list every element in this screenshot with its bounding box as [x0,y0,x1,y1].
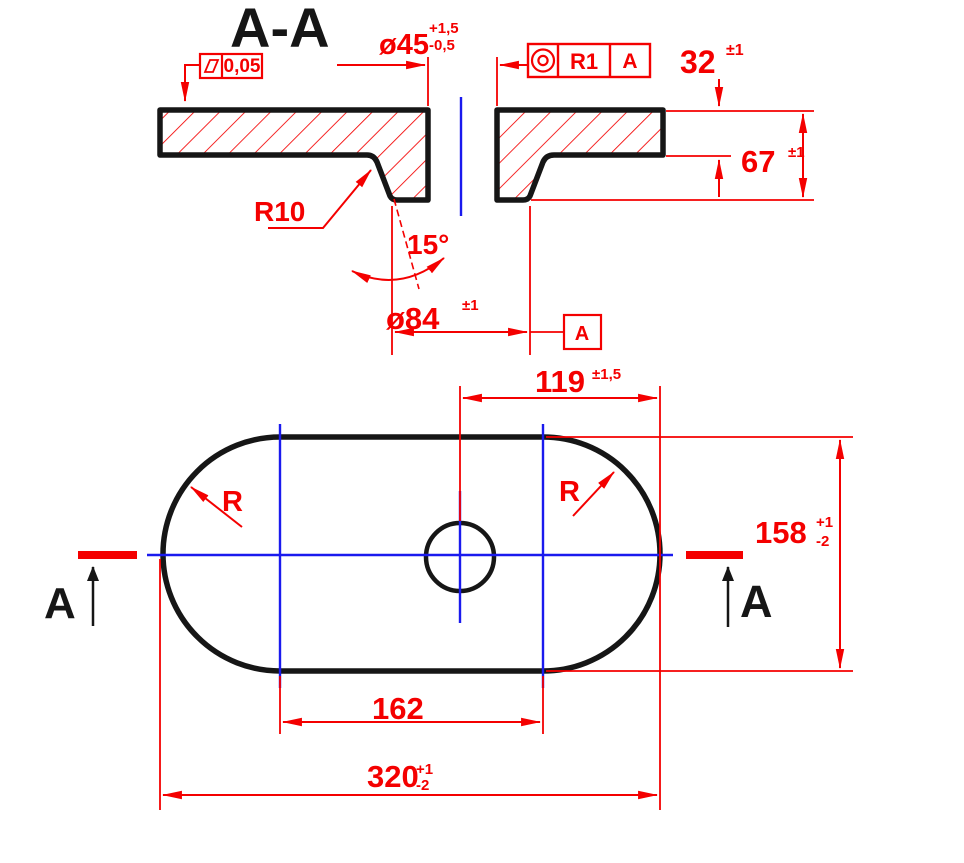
hole-diameter-value: ø45 [379,29,429,61]
radius-callout-right: R [559,471,615,517]
section-left-half [157,107,431,203]
half-length-value: 119 [535,364,585,399]
hole-tolerance-lower: -0,5 [429,37,455,54]
radius-leader [190,486,243,528]
flatness-value: 0,05 [224,56,261,77]
concentricity-icon [530,48,556,73]
thickness-tolerance: ±1 [726,42,744,59]
taper-angle-dimension: 15° [351,198,449,290]
fcf-box [526,42,652,79]
concentricity-frame: R1 A [526,42,652,79]
cut-label-left: A [44,579,76,628]
plate-height-tol-lower: -2 [816,533,829,550]
angle-value: 15° [407,229,449,260]
cut-label-right: A [740,576,773,627]
flatness-icon [203,59,220,73]
boss-tolerance: ±1 [462,297,479,314]
concentricity-tolerance: R1 [570,49,598,74]
overall-length-dimension: 320 +1 -2 [159,559,659,810]
concentricity-datum-ref: A [622,50,637,73]
section-view: A-A 0,05 ø45 +1,5 -0,5 [157,0,814,355]
height-dimension: 67 ±1 [531,112,814,201]
fillet-callout: R10 [254,169,372,229]
cutting-plane-left: A [44,551,137,628]
half-length-dimension: 119 ±1,5 [459,364,661,810]
datum-label: A [575,323,589,345]
plate-height-tol-upper: +1 [816,514,833,531]
cutting-plane-right: A [686,551,773,627]
flatness-frame [198,52,264,80]
fillet-leader [268,169,372,229]
hole-diameter-dimension: ø45 +1,5 -0,5 [337,20,528,106]
radius-leader [572,471,615,517]
boss-diameter-dimension: ø84 ±1 [386,206,531,355]
height-tolerance: ±1 [788,144,805,161]
thickness-dimension: 32 ±1 [666,42,814,197]
radius-label-right: R [559,476,580,508]
plan-view: 119 ±1,5 R R 158 +1 -2 162 [44,364,853,810]
radius-callout-left: R [190,486,243,528]
plate-height-dimension: 158 +1 -2 [546,436,853,672]
section-right-half [494,107,666,203]
flat-length-dimension: 162 [279,676,544,734]
flat-length-value: 162 [372,691,424,726]
plate-height-value: 158 [755,515,807,550]
hole-tolerance-upper: +1,5 [429,20,459,37]
fillet-value: R10 [254,196,305,227]
datum-box [562,313,603,351]
radius-label-left: R [222,486,243,518]
datum-flag: A [530,313,603,351]
height-value: 67 [741,144,775,179]
overall-length-value: 320 [367,759,419,794]
flatness-callout: 0,05 [180,52,264,103]
half-length-tolerance: ±1,5 [592,366,621,383]
thickness-value: 32 [680,44,716,80]
section-title: A-A [230,0,330,59]
overall-length-tol-upper: +1 [416,761,433,778]
boss-diameter-value: ø84 [386,301,440,336]
plan-centerlines [147,424,673,688]
flatness-leader [180,64,200,103]
angle-arc [351,257,445,283]
overall-length-tol-lower: -2 [416,777,429,794]
